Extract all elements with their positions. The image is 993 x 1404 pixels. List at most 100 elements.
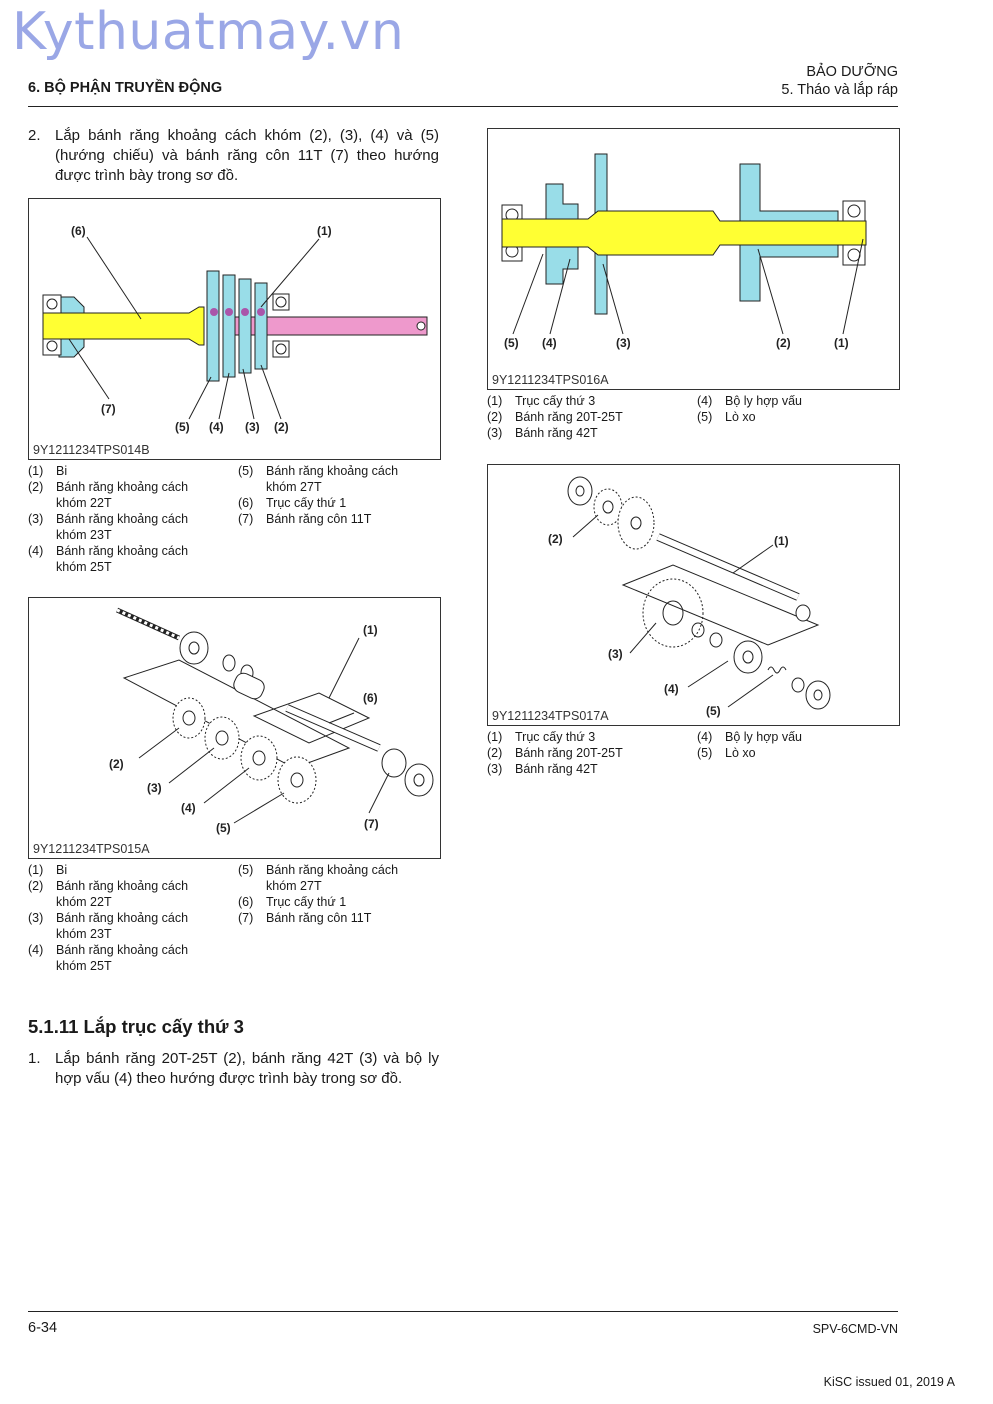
- step-number: 1.: [28, 1050, 41, 1067]
- legend-text: Bi: [56, 464, 68, 478]
- legend-num: (6): [238, 496, 254, 510]
- legend-text: Trục cấy thứ 1: [266, 496, 347, 510]
- legend-num: (3): [28, 512, 44, 526]
- watermark: Kythuatmay.vn: [12, 2, 405, 62]
- gear-2: [254, 282, 268, 370]
- legend-text: Bánh răng khoảng cách khóm 22T: [56, 879, 189, 909]
- legend-num: (5): [238, 464, 254, 478]
- footer-rule: [28, 1311, 898, 1312]
- legend-text: Bộ ly hợp vấu: [725, 730, 802, 744]
- step-2: 2. Lắp bánh răng khoảng cách khóm (2), (…: [28, 126, 439, 188]
- callout-6: (6): [363, 691, 378, 705]
- shaft-pink: [223, 316, 428, 336]
- callout-5: (5): [504, 336, 519, 350]
- shaft-yellow: [501, 210, 867, 256]
- figure-017: (1) (2) (3) (4) (5) 9Y1211234TPS017A: [487, 464, 900, 726]
- legend-text: Lò xo: [725, 746, 756, 760]
- legend-text: Bánh răng 42T: [515, 762, 598, 776]
- callout-7: (7): [364, 817, 379, 831]
- legend-num: (1): [28, 863, 44, 877]
- legend-num: (5): [238, 863, 254, 877]
- legend-num: (2): [28, 480, 44, 494]
- chapter-title: BẢO DƯỠNG: [806, 64, 898, 80]
- legend-num: (1): [487, 394, 503, 408]
- exploded-shaft-3-diagram: (1) (2) (3) (4) (5): [548, 476, 831, 718]
- legend-text: Bánh răng côn 11T: [266, 512, 372, 526]
- callout-3: (3): [608, 647, 623, 661]
- callout-4: (4): [209, 420, 224, 434]
- callout-6: (6): [71, 224, 86, 238]
- legend-text: Bi: [56, 863, 68, 877]
- legend-num: (1): [28, 464, 44, 478]
- callout-2: (2): [548, 532, 563, 546]
- callout-3: (3): [616, 336, 631, 350]
- callout-7: (7): [101, 402, 116, 416]
- legend-num: (3): [487, 426, 503, 440]
- legend-015: (1) Bi (2) Bánh răng khoảng cách khóm 22…: [28, 862, 439, 974]
- legend-text: Bánh răng khoảng cách khóm 27T: [266, 464, 399, 494]
- callout-2: (2): [274, 420, 289, 434]
- legend-text: Bánh răng khoảng cách khóm 25T: [56, 544, 189, 574]
- page-number: 6-34: [28, 1320, 58, 1336]
- subchapter-title: 5. Tháo và lắp ráp: [781, 82, 898, 98]
- shaft-section-diagram-3: (5) (4) (3) (2) (1): [501, 153, 867, 350]
- legend-text: Bánh răng côn 11T: [266, 911, 372, 925]
- callout-4: (4): [181, 801, 196, 815]
- legend-num: (2): [487, 746, 503, 760]
- legend-text: Bánh răng khoảng cách khóm 27T: [266, 863, 399, 893]
- callout-5: (5): [175, 420, 190, 434]
- step-number: 2.: [28, 127, 41, 144]
- figure-code: 9Y1211234TPS014B: [33, 443, 150, 457]
- legend-num: (5): [697, 410, 713, 424]
- legend-text: Trục cấy thứ 3: [515, 394, 596, 408]
- header-right: BẢO DƯỠNG 5. Tháo và lắp ráp: [781, 63, 898, 99]
- legend-num: (1): [487, 730, 503, 744]
- shaft-section-diagram: (6) (1) (7) (5) (4) (3) (2): [42, 224, 428, 434]
- callout-5: (5): [216, 821, 231, 835]
- legend-num: (6): [238, 895, 254, 909]
- header-rule: [28, 106, 898, 107]
- legend-text: Bánh răng 42T: [515, 426, 598, 440]
- step-text: Lắp bánh răng 20T-25T (2), bánh răng 42T…: [55, 1050, 439, 1087]
- callout-5: (5): [706, 704, 721, 718]
- callout-3: (3): [245, 420, 260, 434]
- legend-text: Bánh răng khoảng cách khóm 23T: [56, 911, 189, 941]
- gear-3: [238, 278, 252, 374]
- bearing: [42, 336, 62, 356]
- callout-1: (1): [317, 224, 332, 238]
- legend-text: Trục cấy thứ 3: [515, 730, 596, 744]
- legend-016: (1) Trục cấy thứ 3 (2) Bánh răng 20T-25T…: [487, 393, 898, 443]
- legend-num: (4): [697, 730, 713, 744]
- figure-014: (6) (1) (7) (5) (4) (3) (2) 9Y1211234TPS…: [28, 198, 441, 460]
- legend-text: Bánh răng 20T-25T: [515, 746, 623, 760]
- legend-num: (4): [28, 544, 44, 558]
- legend-014: (1) Bi (2) Bánh răng khoảng cách khóm 22…: [28, 463, 439, 575]
- legend-text: Bánh răng khoảng cách khóm 22T: [56, 480, 189, 510]
- figure-code: 9Y1211234TPS016A: [492, 373, 609, 387]
- legend-num: (3): [487, 762, 503, 776]
- legend-text: Bánh răng khoảng cách khóm 23T: [56, 512, 189, 542]
- legend-num: (4): [28, 943, 44, 957]
- figure-code: 9Y1211234TPS017A: [492, 709, 609, 723]
- callout-4: (4): [542, 336, 557, 350]
- legend-num: (2): [487, 410, 503, 424]
- callout-2: (2): [776, 336, 791, 350]
- doc-code: SPV-6CMD-VN: [812, 1322, 898, 1336]
- legend-num: (2): [28, 879, 44, 893]
- figure-016: (5) (4) (3) (2) (1) 9Y1211234TPS016A: [487, 128, 900, 390]
- callout-3: (3): [147, 781, 162, 795]
- legend-text: Lò xo: [725, 410, 756, 424]
- step-1: 1. Lắp bánh răng 20T-25T (2), bánh răng …: [28, 1049, 439, 1111]
- legend-text: Bánh răng 20T-25T: [515, 410, 623, 424]
- legend-num: (4): [697, 394, 713, 408]
- legend-text: Trục cấy thứ 1: [266, 895, 347, 909]
- legend-017: (1) Trục cấy thứ 3 (2) Bánh răng 20T-25T…: [487, 729, 898, 779]
- gear-5: [206, 270, 220, 382]
- legend-text: Bánh răng khoảng cách khóm 25T: [56, 943, 189, 973]
- callout-1: (1): [774, 534, 789, 548]
- figure-code: 9Y1211234TPS015A: [33, 842, 150, 856]
- section-title: 5.1.11 Lắp trục cấy thứ 3: [28, 1016, 244, 1037]
- gear-4: [222, 274, 236, 378]
- callout-1: (1): [363, 623, 378, 637]
- figure-015: (1) (6) (2) (3) (4) (5) (7) 9Y1211234TPS…: [28, 597, 441, 859]
